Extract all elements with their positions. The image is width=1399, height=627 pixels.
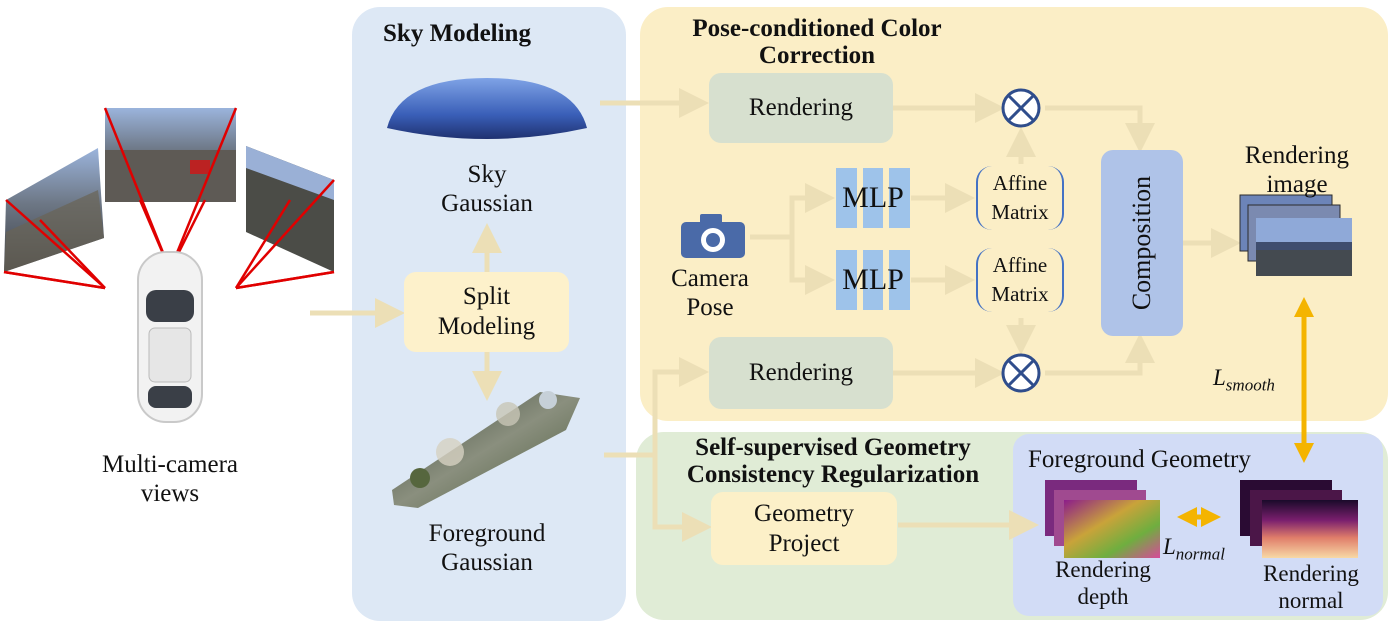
rendering-depth-stack xyxy=(1045,480,1160,558)
foreground-geometry-title: Foreground Geometry xyxy=(1028,446,1251,473)
camera-view-front xyxy=(105,108,236,202)
multi-camera-caption: Multi-camera views xyxy=(101,451,239,507)
foreground-gaussian-label: Foreground Gaussian xyxy=(428,520,546,576)
camera-view-left xyxy=(4,148,104,272)
mlp-label-bottom: MLP xyxy=(842,263,904,296)
camera-icon xyxy=(681,214,745,258)
geometry-project-box: Geometry Project xyxy=(711,492,897,565)
rendering-normal-stack xyxy=(1240,480,1358,558)
mlp-label-top: MLP xyxy=(842,181,904,214)
affine-matrix-top: Affine Matrix xyxy=(976,166,1064,230)
camera-pose-label: Camera Pose xyxy=(671,265,749,321)
multiply-operator-top xyxy=(1001,88,1041,128)
loss-smooth: Lsmooth xyxy=(1213,365,1303,396)
camera-view-right xyxy=(246,146,334,272)
sky-gaussian-dome xyxy=(387,78,587,139)
foreground-gaussian-cloud xyxy=(392,391,580,508)
rendering-box-bottom: Rendering xyxy=(709,337,893,409)
rendering-normal-label: Rendering normal xyxy=(1263,561,1359,613)
rendering-image-stack xyxy=(1239,194,1352,276)
split-modeling-box: Split Modeling xyxy=(404,272,569,352)
composition-label: Composition xyxy=(1127,175,1157,311)
loss-arrows xyxy=(1177,297,1314,527)
sky-modeling-title: Sky Modeling xyxy=(383,20,531,47)
mlp-block-bottom: MLP xyxy=(836,250,911,310)
loss-normal-sub: normal xyxy=(1175,544,1225,564)
rendering-box-top: Rendering xyxy=(709,73,893,143)
view-frustum-lines xyxy=(3,107,335,290)
mlp-block-top: MLP xyxy=(836,168,911,228)
loss-normal: Lnormal xyxy=(1163,534,1253,565)
geometry-regularization-title: Self-supervised Geometry Consistency Reg… xyxy=(686,434,980,488)
composition-box: Composition xyxy=(1101,150,1183,336)
sky-gaussian-label: Sky Gaussian xyxy=(441,161,533,217)
multiply-operator-bottom xyxy=(1001,353,1041,393)
flow-arrows xyxy=(310,88,1242,542)
rendering-image-label: Rendering image xyxy=(1244,142,1350,198)
loss-smooth-main: L xyxy=(1213,365,1226,390)
car-icon xyxy=(137,251,203,423)
loss-smooth-sub: smooth xyxy=(1225,375,1275,395)
rendering-depth-label: Rendering depth xyxy=(1055,557,1151,609)
color-correction-title: Pose-conditioned Color Correction xyxy=(692,15,942,69)
affine-matrix-bottom: Affine Matrix xyxy=(976,248,1064,312)
loss-normal-main: L xyxy=(1163,534,1176,559)
